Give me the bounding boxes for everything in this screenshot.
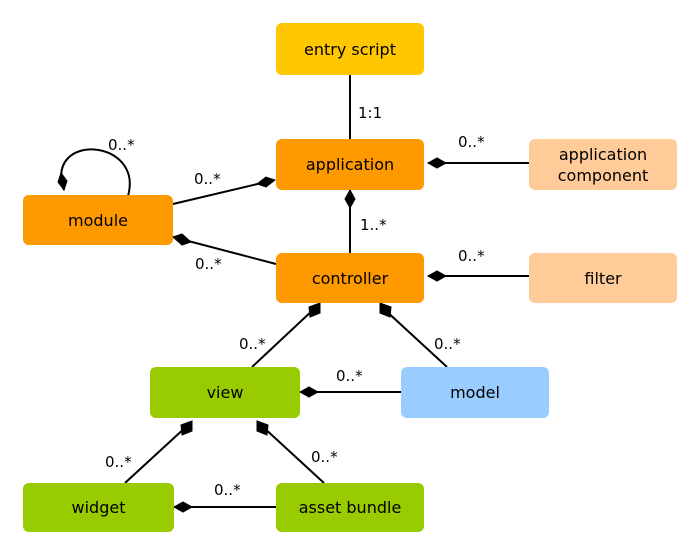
multiplicity-application-module: 0..*: [194, 170, 221, 188]
edge-controller-model: [383, 308, 448, 368]
multiplicity-application-component: 0..*: [458, 133, 485, 151]
multiplicity-view-model: 0..*: [336, 367, 363, 385]
multiplicity-module-self: 0..*: [108, 136, 135, 154]
edge-controller-view: [251, 308, 315, 368]
edge-application-module: [172, 181, 267, 205]
multiplicity-view-asset: 0..*: [311, 448, 338, 466]
multiplicity-module-controller: 0..*: [195, 255, 222, 273]
node-application: application: [276, 139, 424, 190]
composition-diamond-widget-asset: [172, 501, 194, 513]
multiplicity-controller-model: 0..*: [434, 335, 461, 353]
composition-diamond-view-widget: [180, 420, 193, 436]
node-model: model: [401, 367, 549, 418]
edge-view-widget: [124, 425, 188, 484]
node-asset-bundle: asset bundle: [276, 483, 424, 532]
composition-diamond-application-controller: [344, 188, 356, 210]
multiplicity-controller-filter: 0..*: [458, 247, 485, 265]
composition-diamond-module-controller: [172, 233, 192, 246]
multiplicity-view-widget: 0..*: [105, 453, 132, 471]
node-widget: widget: [23, 483, 174, 532]
composition-diamond-view-asset: [256, 420, 269, 436]
composition-diamond-controller-model: [379, 302, 392, 318]
composition-diamond-controller-view: [308, 302, 321, 318]
node-controller: controller: [276, 253, 424, 303]
composition-diamond-view-model: [298, 386, 320, 398]
node-entry-script: entry script: [276, 23, 424, 75]
node-filter: filter: [529, 253, 677, 303]
composition-diamond-application-module: [255, 176, 277, 188]
composition-diamond-controller-filter: [426, 270, 448, 282]
node-view: view: [150, 367, 300, 418]
multiplicity-controller-view: 0..*: [239, 335, 266, 353]
multiplicity-entry-application: 1:1: [358, 104, 383, 122]
multiplicity-widget-asset: 0..*: [214, 481, 241, 499]
composition-diamond-application-component: [426, 157, 448, 169]
edge-view-asset: [261, 425, 325, 484]
edge-module-self-loop: [60, 148, 131, 197]
multiplicity-application-controller: 1..*: [360, 216, 387, 234]
node-application-component: application component: [529, 139, 677, 190]
node-module: module: [23, 195, 173, 245]
composition-diamond-module-self: [57, 171, 68, 192]
